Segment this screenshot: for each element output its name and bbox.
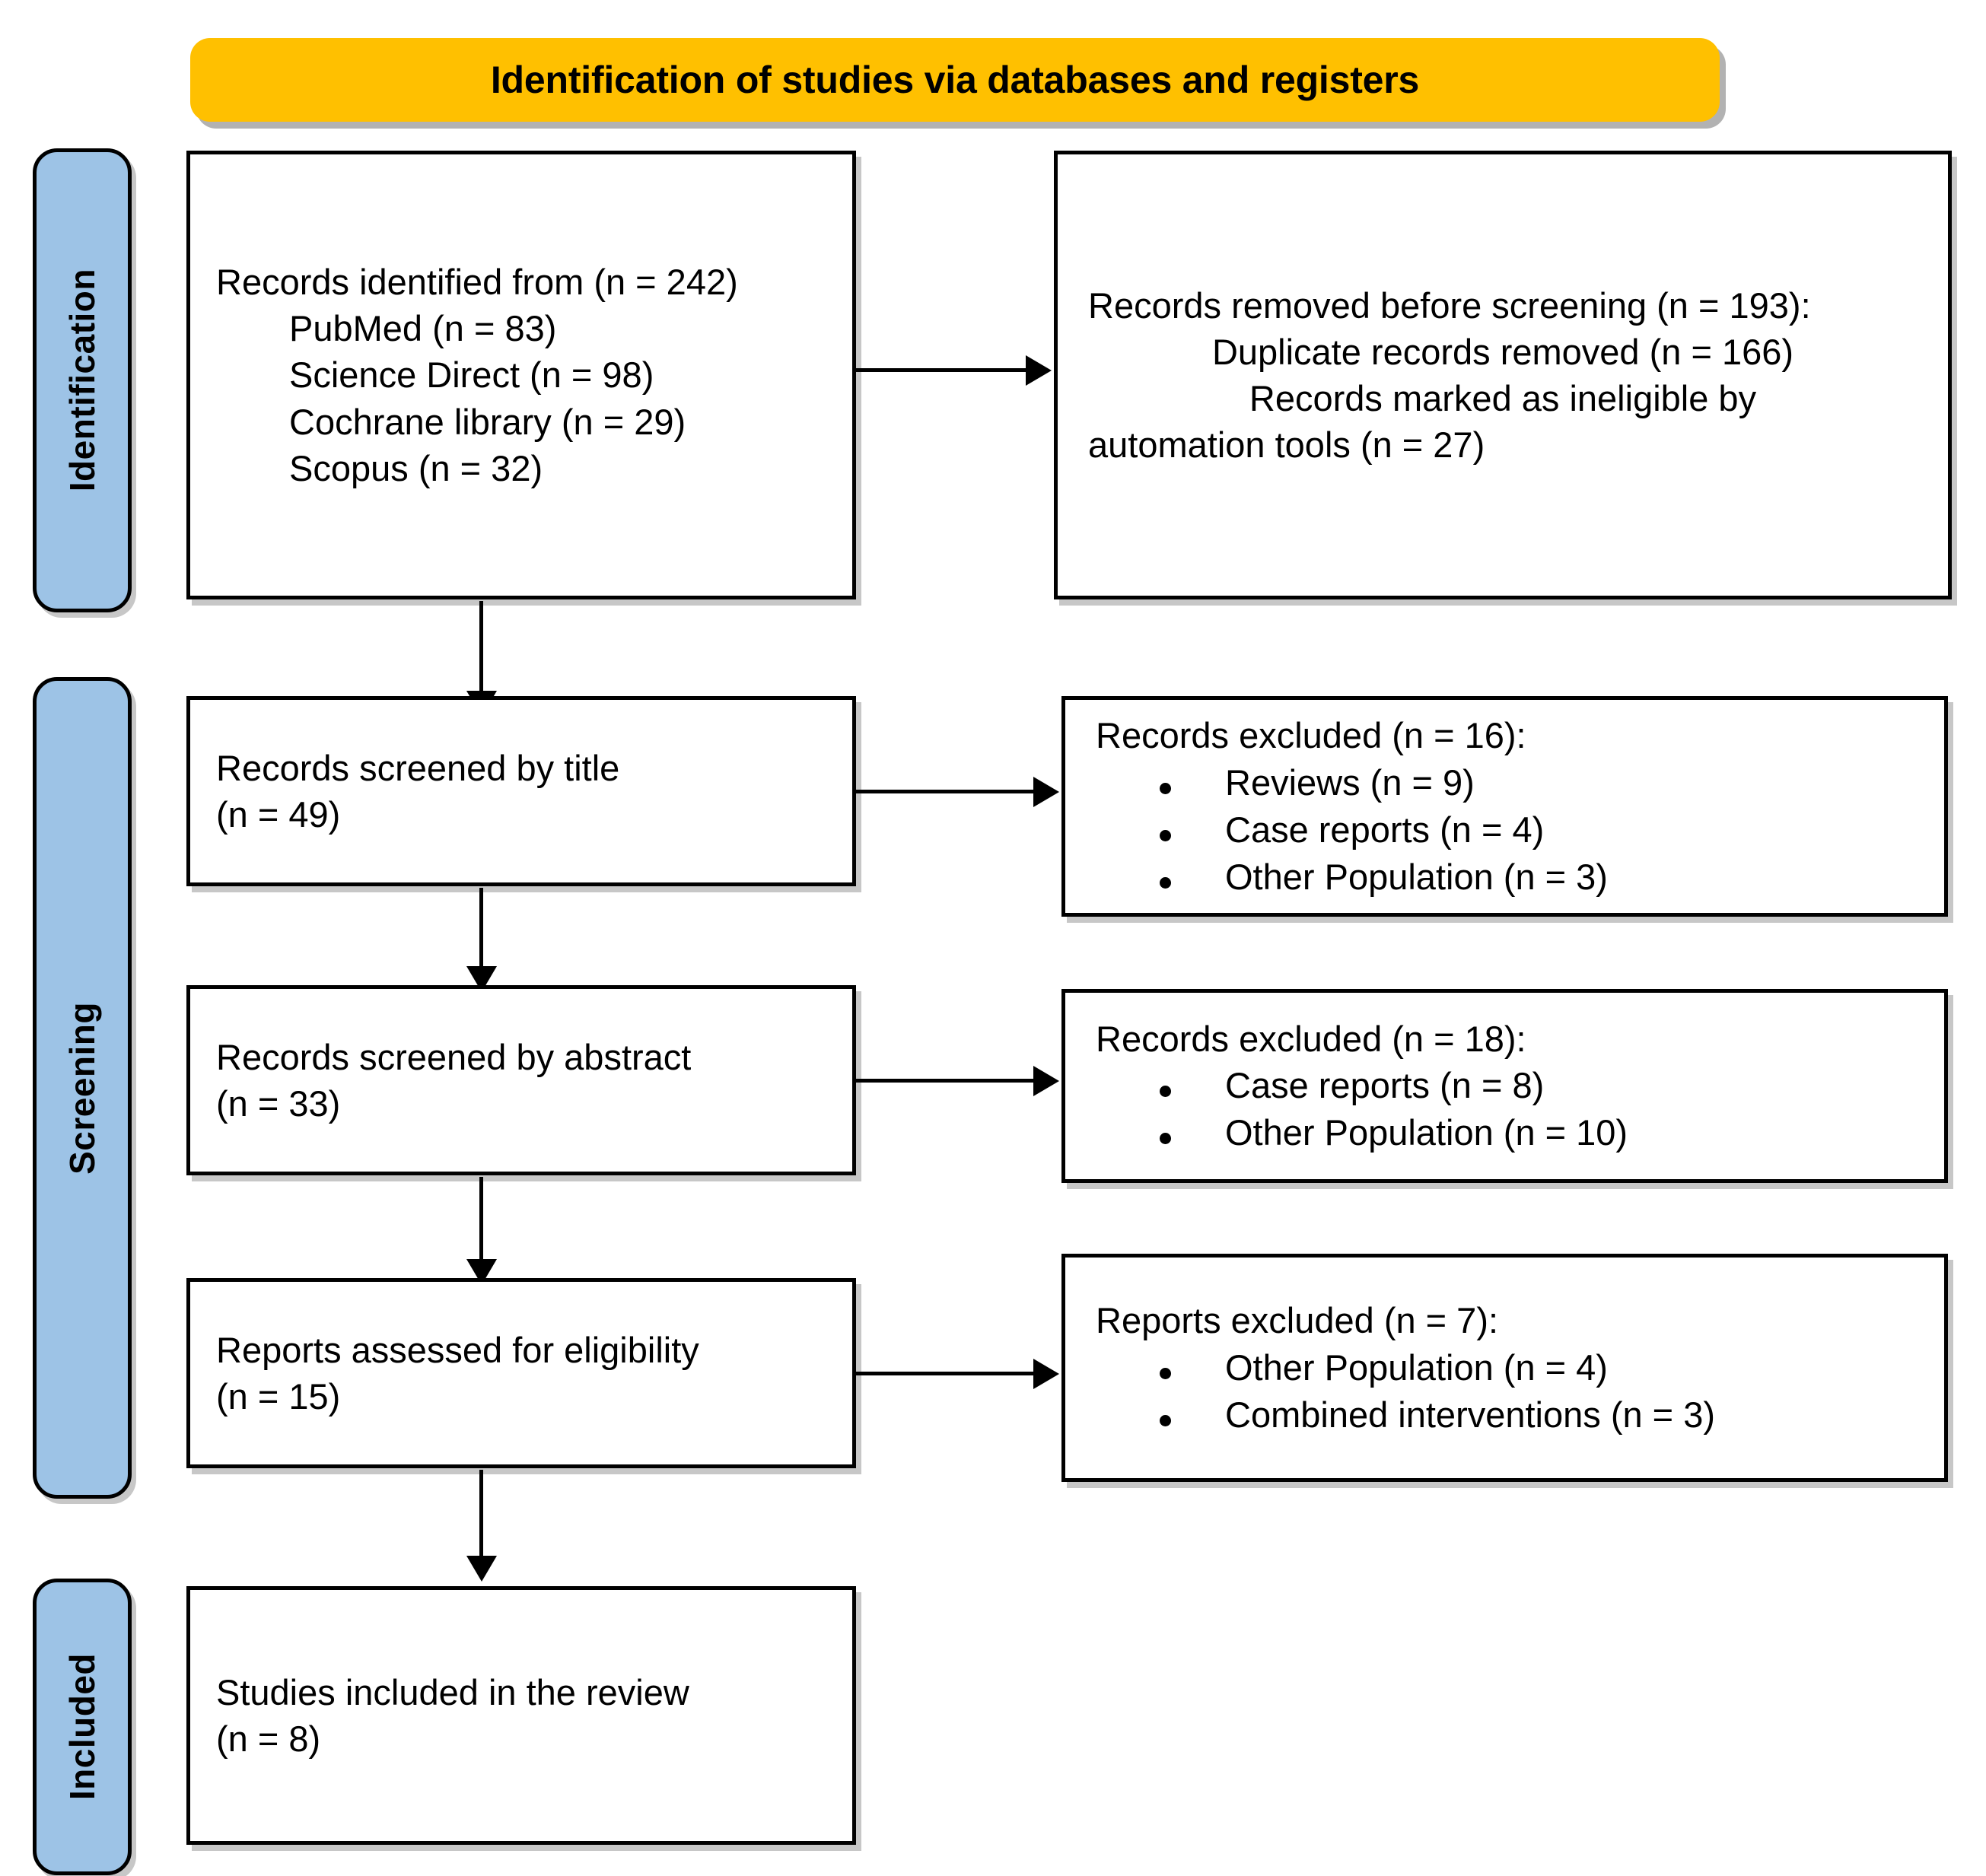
records-screened-abstract-label: Records screened by abstract (216, 1036, 692, 1077)
box-records-identified: Records identified from (n = 242) PubMed… (186, 151, 856, 599)
list-item: Combined interventions (n = 3) (1096, 1391, 1914, 1439)
connector-abstract-to-excluded-arrowhead (1033, 1066, 1059, 1096)
stage-tab-identification: Identification (33, 148, 132, 612)
box-records-screened-abstract: Records screened by abstract (n = 33) (186, 985, 856, 1175)
records-excluded-abstract-heading: Records excluded (n = 18): (1096, 1018, 1526, 1059)
stage-tab-identification-label: Identification (62, 269, 102, 492)
connector-eligibility-to-included-line (479, 1470, 483, 1561)
records-removed-line-total: Records removed before screening (n = 19… (1088, 285, 1811, 326)
connector-eligibility-to-excluded-line (854, 1372, 1036, 1375)
reports-eligibility-label: Reports assessed for eligibility (216, 1329, 699, 1370)
records-screened-title-count: (n = 49) (216, 794, 341, 835)
records-screened-title-label: Records screened by title (216, 747, 620, 788)
connector-eligibility-to-included-arrowhead (466, 1556, 497, 1582)
stage-tab-screening: Screening (33, 677, 132, 1499)
stage-tab-included-label: Included (62, 1653, 102, 1801)
box-reports-assessed-eligibility: Reports assessed for eligibility (n = 15… (186, 1278, 856, 1468)
connector-title-to-excluded-line (854, 790, 1036, 793)
list-item: Case reports (n = 8) (1096, 1062, 1914, 1109)
records-identified-line-cochrane: Cochrane library (n = 29) (289, 401, 686, 442)
records-excluded-title-heading: Records excluded (n = 16): (1096, 715, 1526, 756)
list-item: Other Population (n = 3) (1096, 854, 1914, 901)
records-identified-line-sciencedirect: Science Direct (n = 98) (289, 355, 654, 396)
records-identified-line-pubmed: PubMed (n = 83) (289, 308, 557, 349)
studies-included-label: Studies included in the review (216, 1671, 689, 1712)
diagram-header-banner: Identification of studies via databases … (190, 38, 1720, 122)
records-removed-line-duplicate: Duplicate records removed (n = 166) (1211, 331, 1794, 372)
list-item: Other Population (n = 10) (1096, 1109, 1914, 1156)
records-removed-line-ineligible-b: automation tools (n = 27) (1088, 424, 1485, 466)
stage-tab-included: Included (33, 1579, 132, 1875)
box-records-removed: Records removed before screening (n = 19… (1054, 151, 1952, 599)
records-screened-abstract-count: (n = 33) (216, 1083, 341, 1124)
box-records-excluded-abstract: Records excluded (n = 18): Case reports … (1061, 989, 1948, 1183)
connector-title-to-abstract-line (479, 888, 483, 971)
connector-identified-to-title-line (479, 601, 483, 696)
connector-abstract-to-eligibility-line (479, 1177, 483, 1264)
connector-abstract-to-excluded-line (854, 1079, 1036, 1083)
records-identified-line-total: Records identified from (n = 242) (216, 262, 738, 303)
box-records-excluded-title: Records excluded (n = 16): Reviews (n = … (1061, 696, 1948, 917)
reports-excluded-reason-list: Other Population (n = 4) Combined interv… (1096, 1344, 1914, 1439)
box-records-screened-title: Records screened by title (n = 49) (186, 696, 856, 886)
connector-title-to-excluded-arrowhead (1033, 777, 1059, 807)
connector-identified-to-removed-arrowhead (1026, 355, 1052, 386)
list-item: Reviews (n = 9) (1096, 759, 1914, 806)
records-identified-line-scopus: Scopus (n = 32) (289, 447, 543, 488)
list-item: Other Population (n = 4) (1096, 1344, 1914, 1391)
connector-identified-to-removed-line (854, 368, 1029, 372)
diagram-header-title: Identification of studies via databases … (490, 58, 1420, 101)
connector-eligibility-to-excluded-arrowhead (1033, 1359, 1059, 1389)
reports-excluded-heading: Reports excluded (n = 7): (1096, 1300, 1499, 1341)
box-studies-included: Studies included in the review (n = 8) (186, 1586, 856, 1845)
records-excluded-abstract-reason-list: Case reports (n = 8) Other Population (n… (1096, 1062, 1914, 1156)
records-removed-line-ineligible-a: Records marked as ineligible by (1249, 378, 1757, 418)
records-excluded-title-reason-list: Reviews (n = 9) Case reports (n = 4) Oth… (1096, 759, 1914, 901)
reports-eligibility-count: (n = 15) (216, 1376, 341, 1417)
stage-tab-screening-label: Screening (62, 1001, 102, 1175)
box-reports-excluded: Reports excluded (n = 7): Other Populati… (1061, 1254, 1948, 1482)
studies-included-count: (n = 8) (216, 1719, 321, 1759)
list-item: Case reports (n = 4) (1096, 806, 1914, 854)
